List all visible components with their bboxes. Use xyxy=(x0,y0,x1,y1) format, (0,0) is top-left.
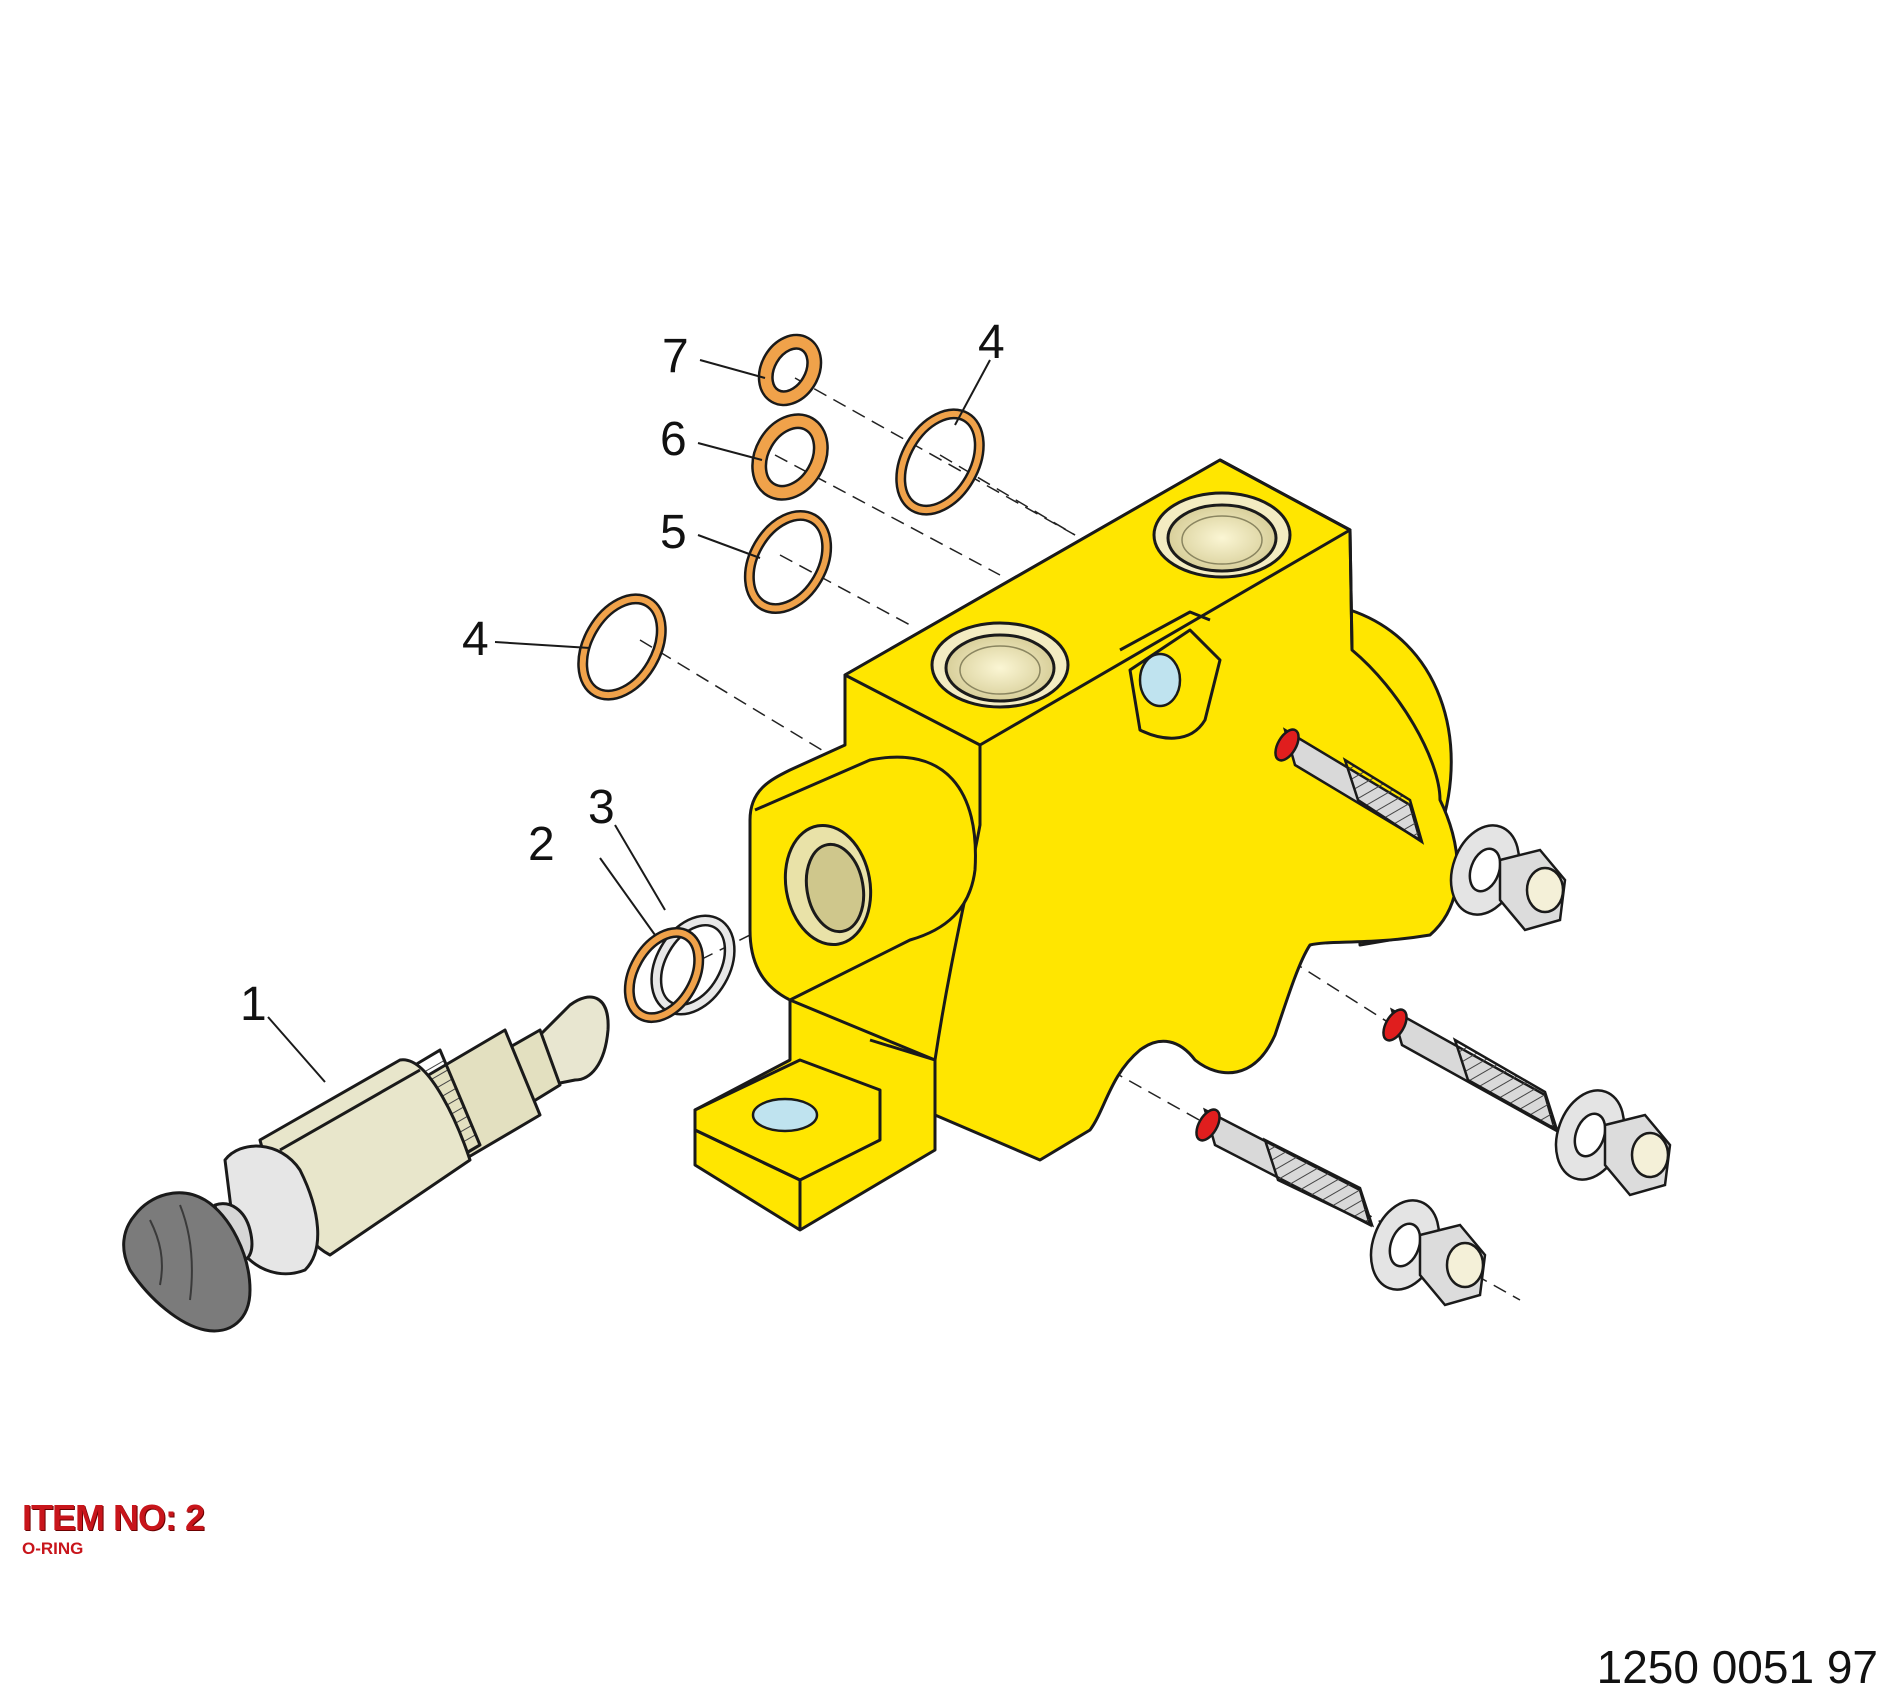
selected-item-title: ITEM NO: 2 xyxy=(22,1497,205,1538)
mounting-hole-icon xyxy=(751,1097,819,1133)
callout-4-lower: 4 xyxy=(462,613,489,666)
port-side-bore xyxy=(783,823,873,947)
callout-6: 6 xyxy=(660,413,687,466)
stud-bolt-middle xyxy=(1382,1007,1560,1133)
callout-2: 2 xyxy=(528,818,555,871)
o-ring-4-upper xyxy=(895,408,985,516)
washer-nut-middle xyxy=(1554,1089,1672,1197)
stud-bolt-lower xyxy=(1195,1107,1375,1228)
selected-item-description: O-RING xyxy=(22,1539,84,1558)
callout-5: 5 xyxy=(660,506,687,559)
o-ring-5 xyxy=(743,509,833,615)
valve-housing xyxy=(693,458,1459,1232)
relief-valve-cartridge xyxy=(122,995,610,1333)
leader-lines xyxy=(267,359,991,1083)
mounting-hole-icon xyxy=(1138,652,1182,708)
o-ring-2 xyxy=(623,926,705,1024)
selected-item-panel: ITEM NO: 2 O-RING xyxy=(22,1497,205,1558)
port-top-rear xyxy=(1152,491,1292,579)
o-ring-7 xyxy=(757,333,823,407)
stud-bolt-upper xyxy=(1274,727,1425,845)
port-top-front xyxy=(930,621,1070,709)
o-ring-6 xyxy=(751,413,829,501)
document-number: 1250 0051 97 xyxy=(1596,1641,1878,1693)
callout-4-upper: 4 xyxy=(978,316,1005,369)
callout-1: 1 xyxy=(240,978,267,1031)
o-ring-4-lower xyxy=(577,593,667,701)
callout-7: 7 xyxy=(662,330,689,383)
washer-nut-lower xyxy=(1369,1199,1487,1307)
washer-nut-upper xyxy=(1449,824,1567,932)
callout-3: 3 xyxy=(588,781,615,834)
